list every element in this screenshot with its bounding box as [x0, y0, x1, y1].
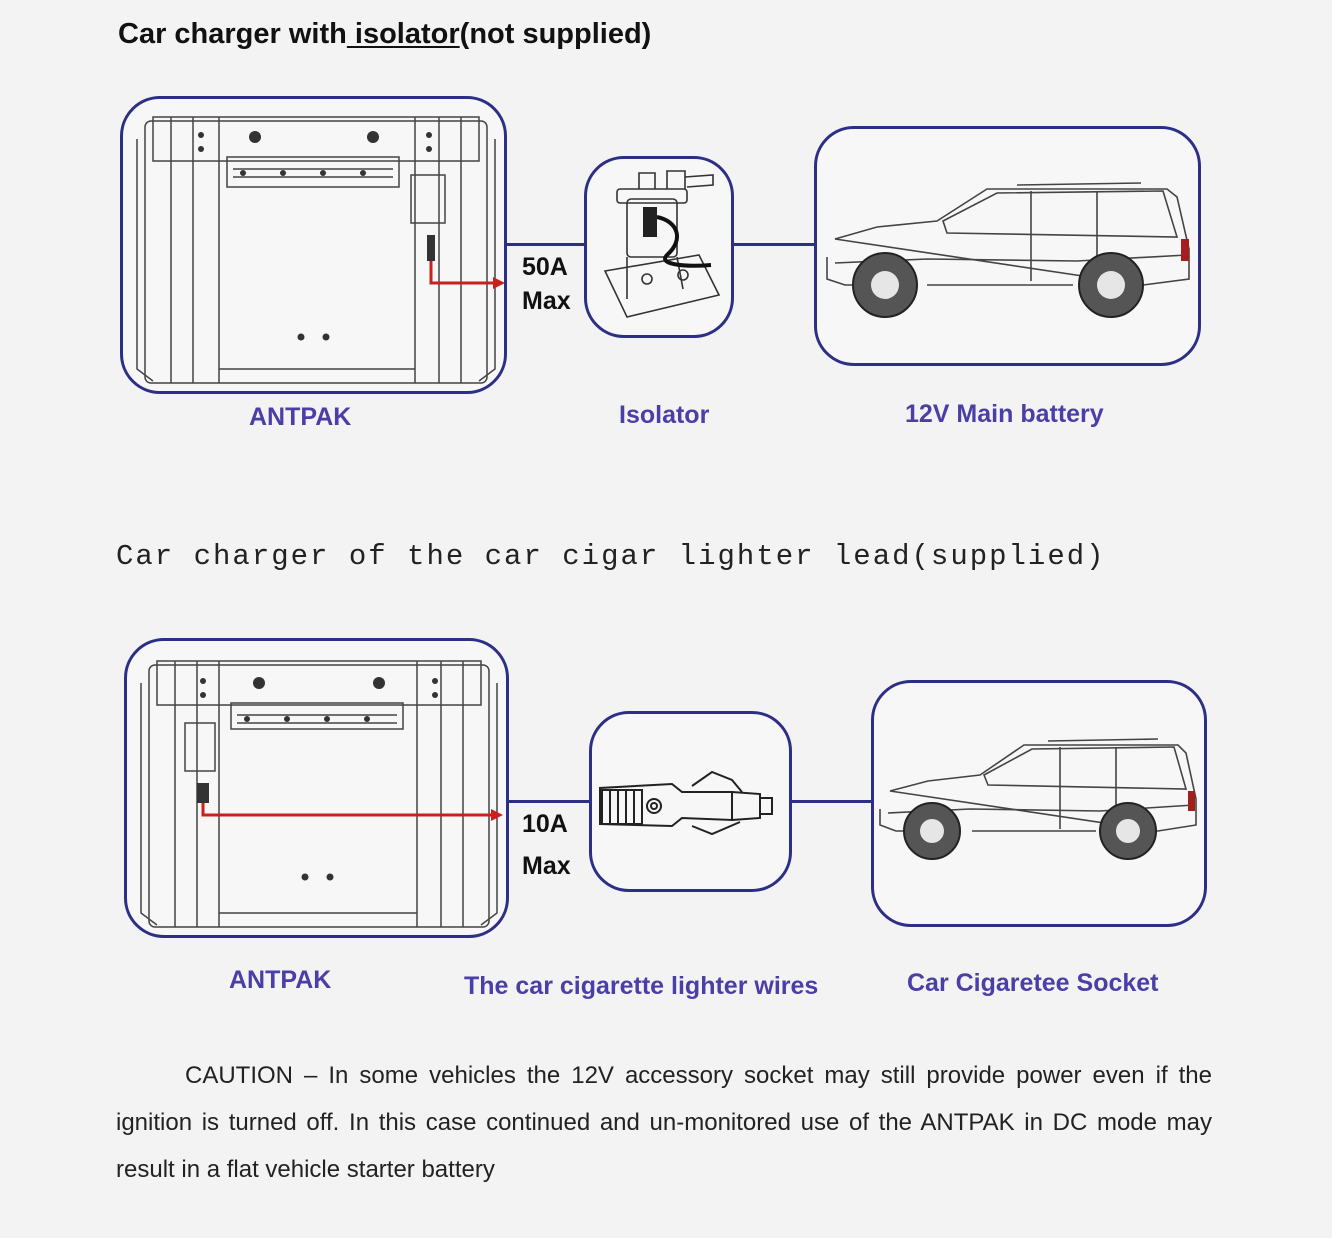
section2-title: Car charger of the car cigar lighter lea…: [116, 540, 1106, 573]
cigarette-plug-icon: [599, 770, 773, 836]
isolator-frame: [584, 156, 734, 338]
section1-title-start: Car charger with: [118, 18, 347, 50]
section1-title-end: (not supplied): [459, 18, 652, 50]
battery-frame: [814, 126, 1201, 366]
connector-line-2b: [792, 800, 872, 803]
antpak-frame-1: [120, 96, 507, 394]
antpak-box-icon: [136, 116, 504, 384]
car-icon: [826, 182, 1190, 318]
amp-max-1: Max: [522, 287, 571, 315]
connector-line-1a: [507, 243, 585, 246]
car-icon: [879, 738, 1197, 860]
amp-max-2: Max: [522, 852, 571, 880]
section1-title-underlined: isolator: [346, 18, 460, 50]
amp-rating-1: 50A Max: [522, 250, 571, 318]
connector-line-2a: [509, 800, 591, 803]
caption-cigarette-socket: Car Cigaretee Socket: [907, 969, 1159, 997]
amp-value-2: 10A: [522, 810, 568, 838]
caption-main-battery: 12V Main battery: [905, 400, 1104, 428]
socket-frame: [871, 680, 1207, 927]
connector-line-1b: [734, 243, 815, 246]
caution-note: CAUTION – In some vehicles the 12V acces…: [116, 1062, 1212, 1183]
cigarette-wires-frame: [589, 711, 792, 892]
caption-lighter-wires: The car cigarette lighter wires: [464, 972, 819, 1000]
amp-rating-2: 10A Max: [522, 803, 571, 887]
caption-antpak-1: ANTPAK: [249, 403, 352, 431]
section1-title: Car charger with isolator(not supplied): [118, 18, 651, 51]
antpak-box-icon: [140, 660, 503, 928]
amp-value-1: 50A: [522, 253, 568, 281]
caption-isolator: Isolator: [619, 401, 710, 429]
isolator-icon: [603, 170, 721, 318]
caption-antpak-2: ANTPAK: [229, 966, 332, 994]
antpak-frame-2: [124, 638, 509, 938]
